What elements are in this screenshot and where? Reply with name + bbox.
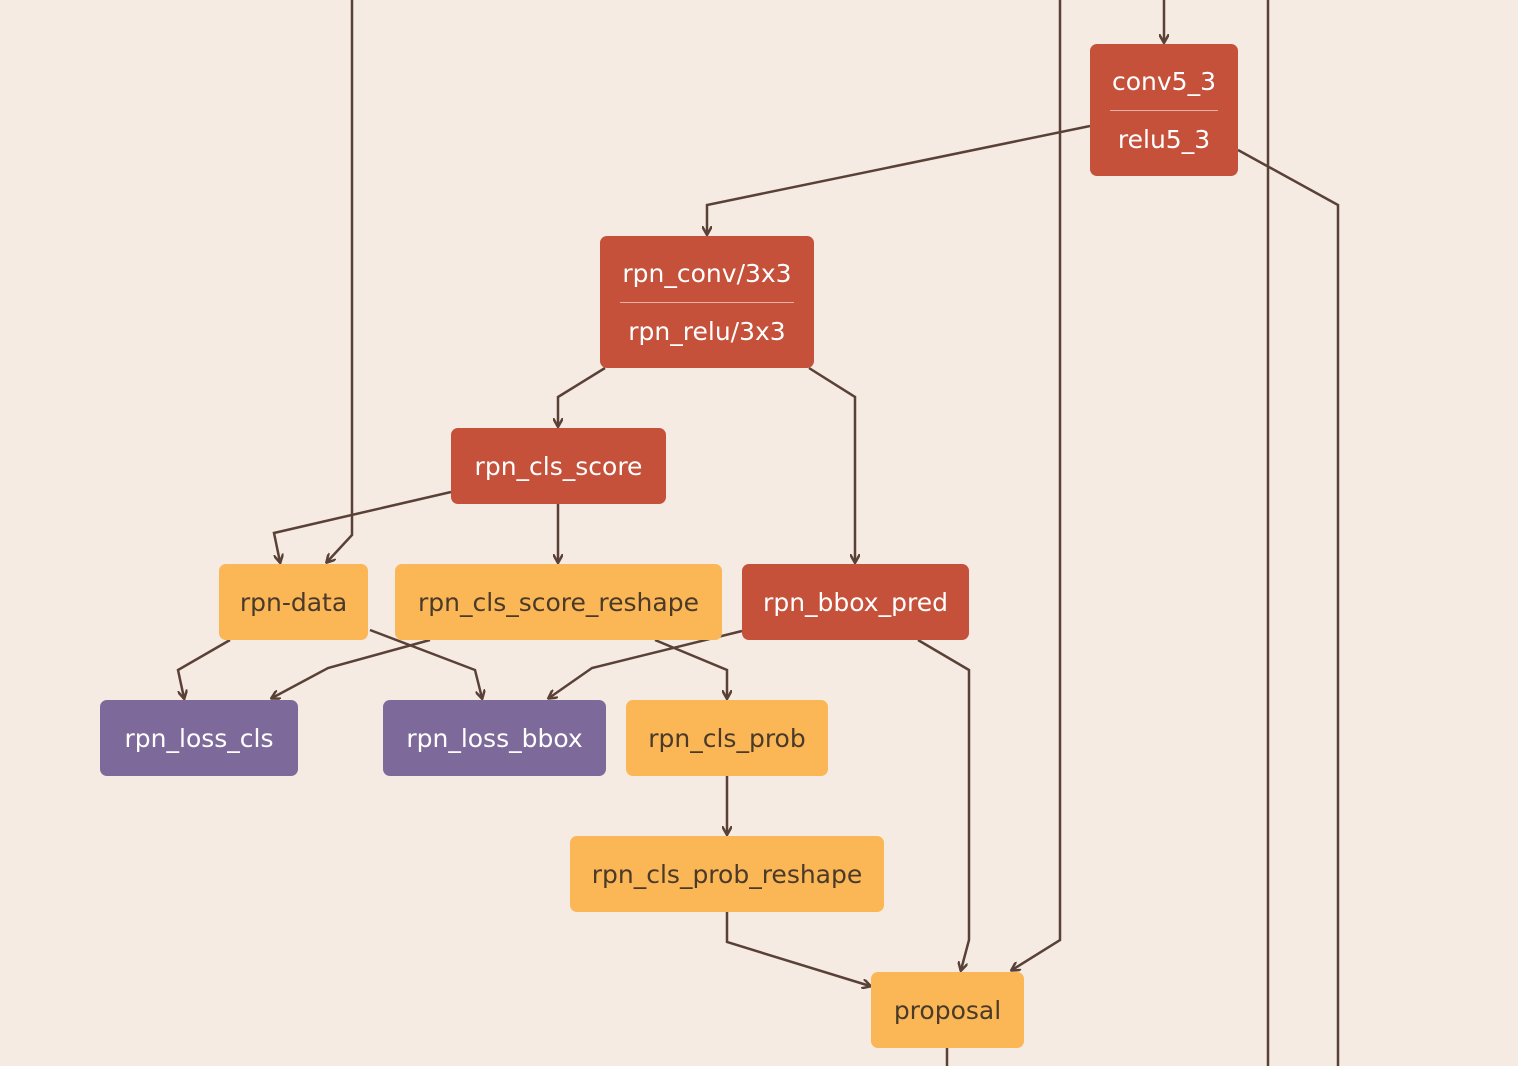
edge-prob-reshape-to-proposal xyxy=(725,912,870,986)
node-rpn-loss-cls[interactable]: rpn_loss_cls xyxy=(100,700,298,776)
node-conv5-3-label: conv5_3 xyxy=(1112,66,1216,96)
node-rpn-loss-bbox-label: rpn_loss_bbox xyxy=(406,723,583,753)
edge-rpn-conv-to-cls-score xyxy=(558,366,606,426)
node-rpn-cls-prob-reshape-label: rpn_cls_prob_reshape xyxy=(591,859,863,889)
node-conv5-3[interactable]: conv5_3 relu5_3 xyxy=(1090,44,1238,176)
node-rpn-bbox-pred[interactable]: rpn_bbox_pred xyxy=(742,564,969,640)
edge-conv5-3-down-right xyxy=(1237,148,1340,1066)
node-rpn-cls-prob-label: rpn_cls_prob xyxy=(648,723,806,753)
node-rpn-conv[interactable]: rpn_conv/3x3 rpn_relu/3x3 xyxy=(600,236,814,368)
edge-reshape-to-loss-cls xyxy=(272,638,431,698)
node-relu5-3-label: relu5_3 xyxy=(1117,124,1211,154)
node-separator xyxy=(1110,109,1218,111)
edge-rpn-data-to-loss-cls xyxy=(176,638,231,698)
node-rpn-cls-prob[interactable]: rpn_cls_prob xyxy=(626,700,828,776)
node-rpn-loss-cls-label: rpn_loss_cls xyxy=(124,723,274,753)
edge-top-to-rpn-data xyxy=(327,0,354,562)
node-proposal-label: proposal xyxy=(893,995,1002,1025)
edge-rpn-conv-to-bbox-pred xyxy=(808,366,855,562)
node-proposal[interactable]: proposal xyxy=(871,972,1024,1048)
edge-rpn-data-to-loss-bbox xyxy=(369,628,482,698)
node-rpn-data[interactable]: rpn-data xyxy=(219,564,368,640)
node-separator xyxy=(620,301,794,303)
node-rpn-bbox-pred-label: rpn_bbox_pred xyxy=(763,587,948,617)
node-rpn-cls-prob-reshape[interactable]: rpn_cls_prob_reshape xyxy=(570,836,884,912)
edge-reshape-to-cls-prob xyxy=(654,638,727,698)
edge-conv5-3-to-rpn-conv xyxy=(707,124,1091,234)
node-rpn-cls-score[interactable]: rpn_cls_score xyxy=(451,428,666,504)
edge-top-to-proposal xyxy=(1012,0,1062,970)
edge-cls-score-to-rpn-data xyxy=(272,490,452,562)
node-rpn-relu-label: rpn_relu/3x3 xyxy=(628,316,786,346)
node-rpn-data-label: rpn-data xyxy=(239,587,348,617)
edge-bbox-pred-to-proposal xyxy=(917,638,971,970)
node-rpn-cls-score-reshape-label: rpn_cls_score_reshape xyxy=(418,587,699,617)
node-rpn-loss-bbox[interactable]: rpn_loss_bbox xyxy=(383,700,606,776)
node-rpn-cls-score-label: rpn_cls_score xyxy=(474,451,643,481)
node-rpn-conv-label: rpn_conv/3x3 xyxy=(622,258,792,288)
node-rpn-cls-score-reshape[interactable]: rpn_cls_score_reshape xyxy=(395,564,722,640)
edge-bbox-pred-to-loss-bbox xyxy=(549,629,743,698)
